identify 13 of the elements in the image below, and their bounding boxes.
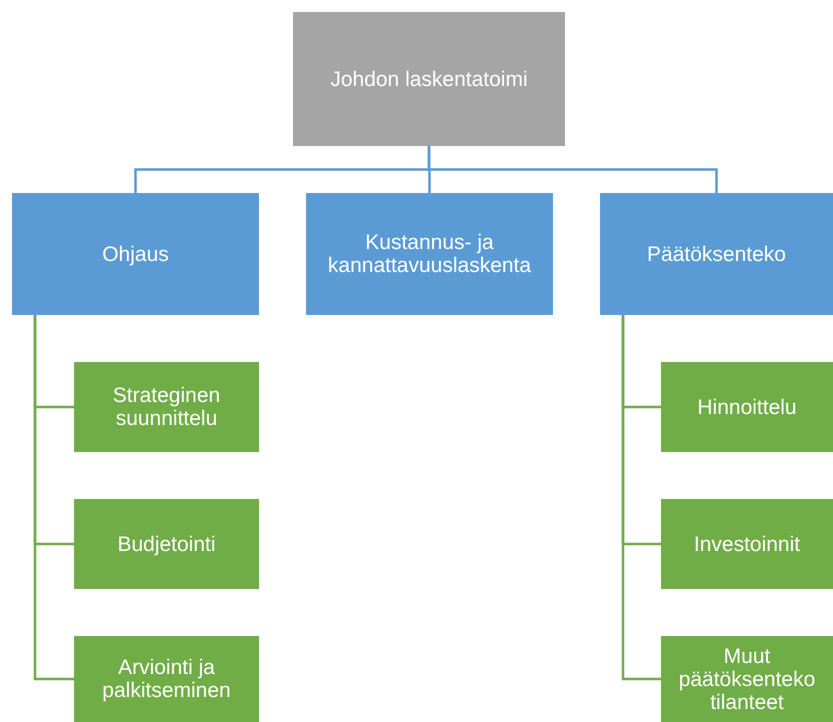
item-box: Muut päätöksenteko tilanteet — [661, 636, 833, 722]
connector-line — [428, 146, 718, 193]
item-box: Strateginen suunnittelu — [74, 362, 259, 452]
connector-line — [34, 315, 74, 680]
root-box: Johdon laskentatoimi — [293, 12, 565, 146]
category-box: Kustannus- ja kannattavuuslaskenta — [306, 193, 553, 315]
connector-line — [622, 315, 661, 680]
item-box: Investoinnit — [661, 499, 833, 589]
category-box: Ohjaus — [12, 193, 259, 315]
item-box: Hinnoittelu — [661, 362, 833, 452]
item-box: Budjetointi — [74, 499, 259, 589]
item-box: Arviointi ja palkitseminen — [74, 636, 259, 722]
category-box: Päätöksenteko — [600, 193, 833, 315]
